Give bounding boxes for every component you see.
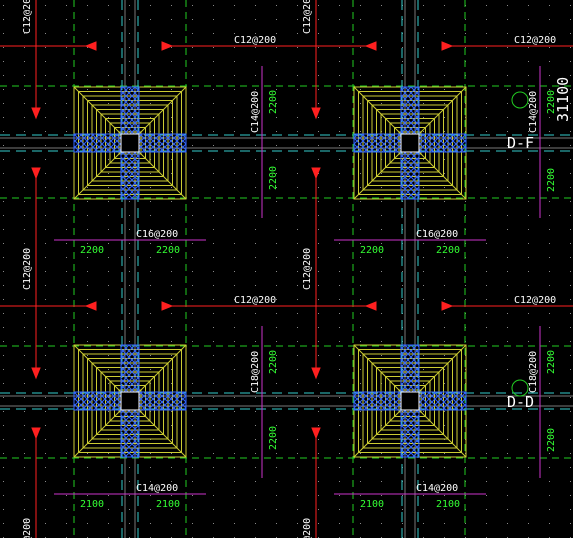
footing — [73, 86, 187, 200]
footing-diagonal — [418, 86, 467, 135]
rebar-label: C12@200 — [302, 518, 313, 538]
dimension-text: 2200 — [268, 426, 279, 450]
rebar-label: C12@200 — [22, 248, 33, 290]
dimension-lines — [54, 66, 541, 495]
footing-diagonal — [138, 344, 187, 393]
rebar-label: C12@200 — [514, 295, 556, 306]
rebar-label: C12@200 — [514, 35, 556, 46]
dimension-text: 2100 — [80, 499, 104, 510]
rebar-label: C12@200 — [302, 0, 313, 34]
rebar-label: C16@200 — [136, 229, 178, 240]
footing — [353, 86, 467, 200]
rebar-label: C12@200 — [302, 248, 313, 290]
footing-diagonal — [138, 409, 187, 458]
footing-diagonal — [138, 86, 187, 135]
footing-diagonal — [73, 409, 122, 458]
footing-diagonal — [138, 151, 187, 200]
dimension-text: 2100 — [156, 499, 180, 510]
column — [120, 391, 140, 411]
dimension-text: 2200 — [436, 245, 460, 256]
dimension-text: 2200 — [268, 90, 279, 114]
footing-diagonal — [353, 151, 402, 200]
footing-diagonal — [73, 344, 122, 393]
rebar-label: C12@200 — [22, 0, 33, 34]
elevation-text: 31100 — [554, 77, 572, 122]
axis-markers — [511, 91, 529, 397]
rebar-label: C18@200 — [250, 351, 261, 393]
dimension-text: 2200 — [268, 350, 279, 374]
rebar-label: C16@200 — [416, 229, 458, 240]
footings-group — [73, 86, 467, 458]
dimension-text: 2200 — [268, 166, 279, 190]
rebar-label: C12@200 — [234, 35, 276, 46]
footing — [73, 344, 187, 458]
dimension-text: 2200 — [546, 168, 557, 192]
dimension-text: 2200 — [546, 428, 557, 452]
dimension-text: 2200 — [546, 90, 557, 114]
footing-diagonal — [353, 344, 402, 393]
footing-diagonal — [418, 344, 467, 393]
rebar-label: C12@200 — [234, 295, 276, 306]
footing-diagonal — [418, 151, 467, 200]
dimension-text: 2100 — [360, 499, 384, 510]
column — [400, 391, 420, 411]
dimension-text: 2200 — [80, 245, 104, 256]
footing-diagonal — [73, 86, 122, 135]
dimension-text: 2200 — [156, 245, 180, 256]
dimension-text: 2200 — [546, 350, 557, 374]
axis-label-lower: D-D — [507, 393, 534, 411]
column — [400, 133, 420, 153]
rebar-label: C14@200 — [416, 483, 458, 494]
rebar-label: C18@200 — [528, 351, 539, 393]
dimension-text: 2100 — [436, 499, 460, 510]
footing-diagonal — [353, 86, 402, 135]
rebar-label: C14@200 — [136, 483, 178, 494]
rebar-label: C12@200 — [22, 518, 33, 538]
footing-diagonal — [73, 151, 122, 200]
footing-diagonal — [353, 409, 402, 458]
labels-group: C12@200 C12@200 C12@200 C12@200 C14@200 … — [22, 0, 572, 538]
rebar-label: C14@200 — [528, 91, 539, 133]
footing — [353, 344, 467, 458]
footing-diagonal — [418, 409, 467, 458]
rebar-label: C14@200 — [250, 91, 261, 133]
dimension-text: 2200 — [360, 245, 384, 256]
column — [120, 133, 140, 153]
axis-label-upper: D-F — [507, 134, 534, 152]
